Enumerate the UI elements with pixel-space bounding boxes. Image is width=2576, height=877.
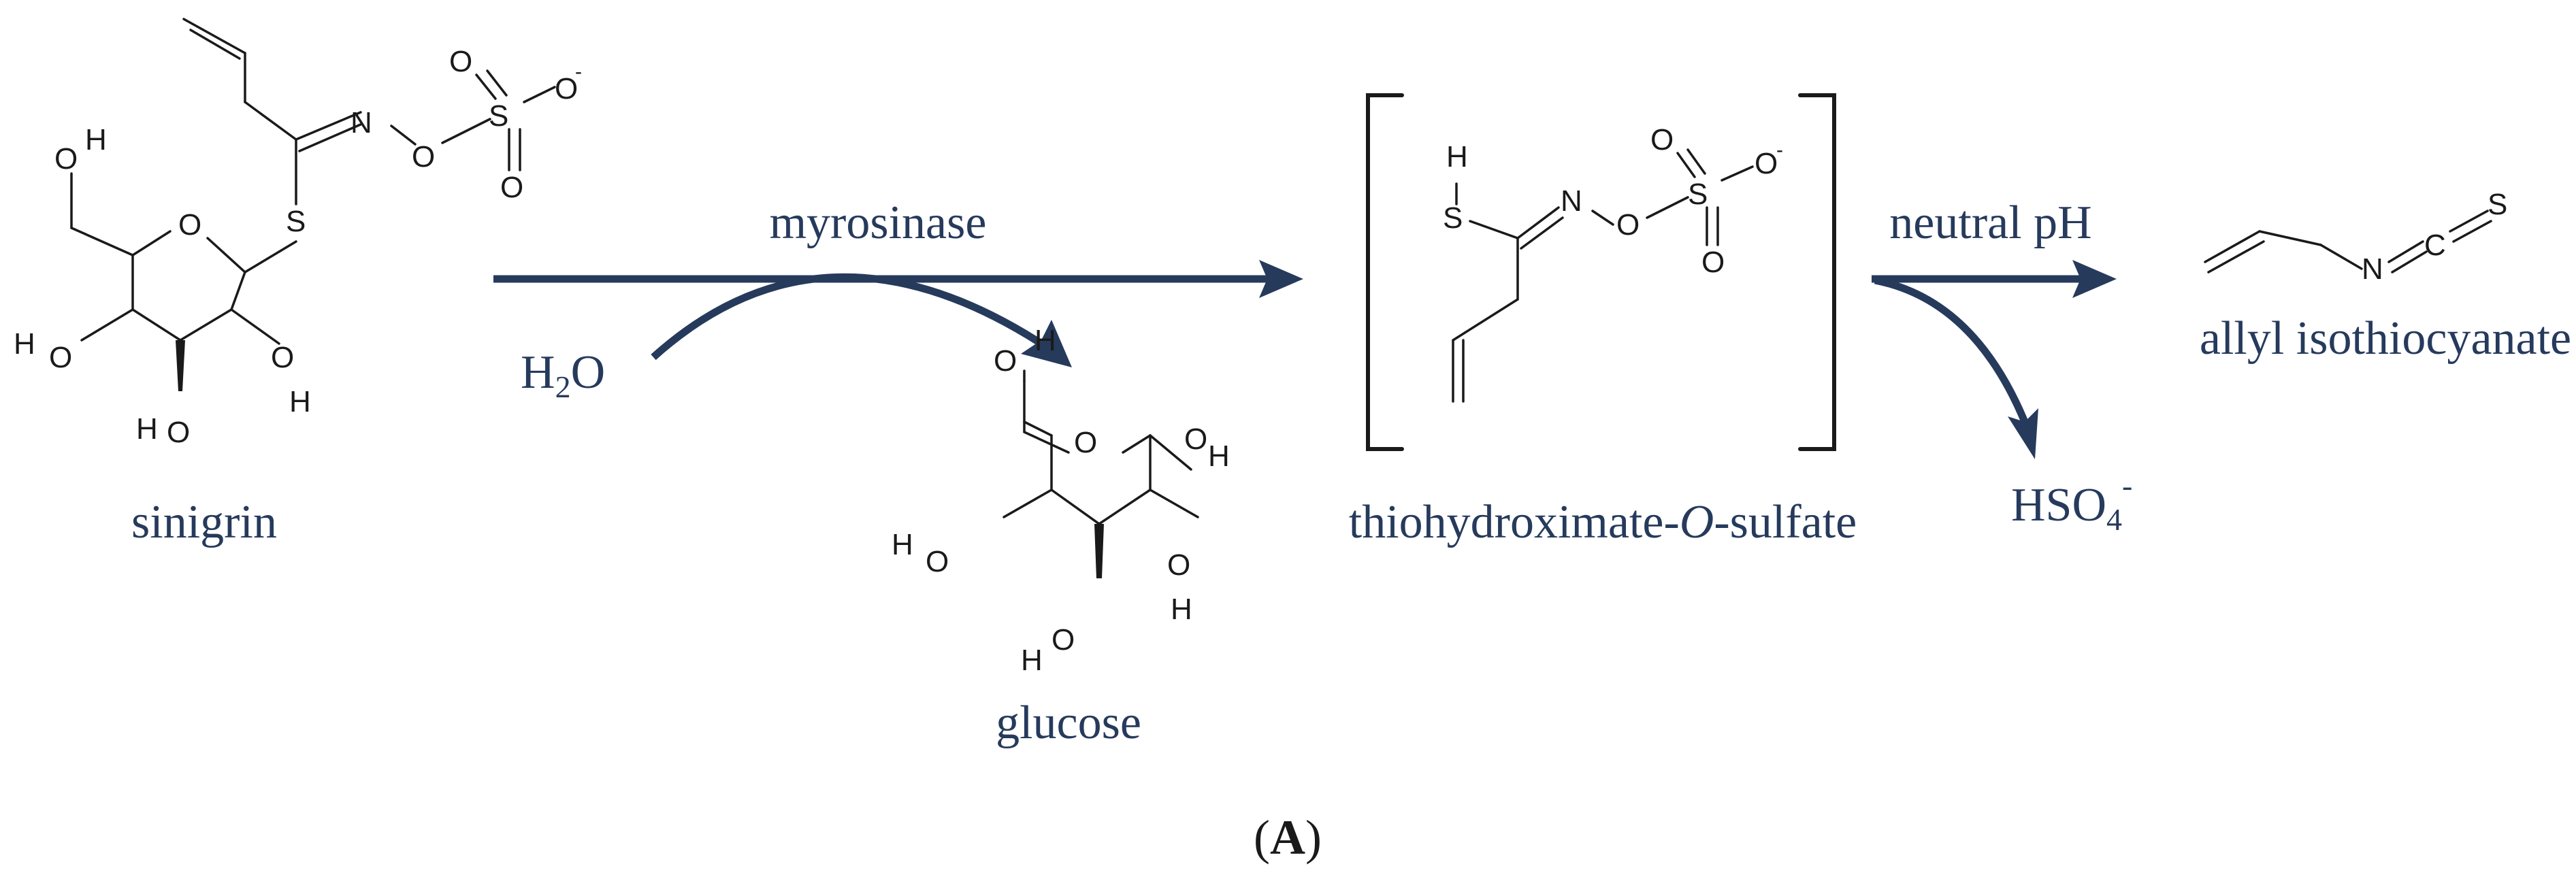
water-curve-arrow <box>651 273 1072 367</box>
atom-H: H <box>85 123 107 156</box>
atom-O: O <box>555 72 578 105</box>
sinigrin-structure: N O S O O - O S O O H H O O H H O <box>14 18 582 449</box>
atom-O: O <box>1701 246 1725 279</box>
atom-O: O <box>994 344 1017 378</box>
atom-O: O <box>1616 208 1640 242</box>
atom-S: S <box>286 205 306 238</box>
atom-H: H <box>1171 593 1192 626</box>
atom-O: O <box>49 341 72 374</box>
intermediate-structure: H S N O S O O - O <box>1443 123 1783 403</box>
atom-S: S <box>489 99 508 133</box>
atom-O: O <box>1184 423 1207 456</box>
glucose-structure: O H O O H H O O H H O <box>892 324 1230 677</box>
atom-O: O <box>926 545 949 578</box>
atom-O: O <box>1755 147 1778 180</box>
atom-O: O <box>500 171 523 204</box>
atom-O: O <box>449 45 472 78</box>
glucose-label: glucose <box>996 697 1141 749</box>
atom-H: H <box>289 385 311 418</box>
hso4-curve-arrow <box>1874 276 2038 459</box>
charge-minus: - <box>1776 139 1783 161</box>
atom-C: C <box>2424 229 2446 262</box>
atom-O: O <box>1167 548 1190 582</box>
charge-minus: - <box>575 61 582 83</box>
intermediate-label: thiohydroximate-O-sulfate <box>1349 496 1857 548</box>
myrosinase-label: myrosinase <box>770 197 987 249</box>
atom-O: O <box>1650 123 1674 156</box>
atom-N: N <box>350 106 372 139</box>
atom-O: O <box>1074 426 1097 459</box>
atom-H: H <box>1021 644 1043 677</box>
atom-H: H <box>136 412 158 446</box>
panel-label: (A) <box>1254 810 1322 865</box>
sinigrin-label: sinigrin <box>131 496 277 548</box>
atom-N: N <box>2362 252 2383 286</box>
hso4-label: HSO4- <box>2011 468 2132 537</box>
neutral-ph-label: neutral pH <box>1889 197 2091 249</box>
neutral-ph-arrow <box>1872 260 2117 298</box>
atom-S: S <box>1688 178 1708 211</box>
atom-O: O <box>54 142 78 176</box>
atom-H: H <box>1208 440 1230 473</box>
aitc-structure: N C S <box>2204 188 2507 286</box>
aitc-label: allyl isothiocyanate <box>2200 312 2571 365</box>
intermediate-brackets <box>1366 93 1836 451</box>
atom-H: H <box>14 327 35 361</box>
atom-O: O <box>412 140 435 173</box>
atom-H: H <box>1034 324 1056 357</box>
atom-S: S <box>1443 201 1463 235</box>
atom-O: O <box>167 416 190 449</box>
atom-N: N <box>1561 184 1582 218</box>
atom-O: O <box>178 208 201 242</box>
water-label: H2O <box>521 346 605 404</box>
atom-H: H <box>1446 140 1468 173</box>
atom-O: O <box>1051 623 1075 657</box>
atom-O: O <box>271 341 294 374</box>
atom-S: S <box>2488 188 2507 221</box>
atom-H: H <box>892 528 913 561</box>
